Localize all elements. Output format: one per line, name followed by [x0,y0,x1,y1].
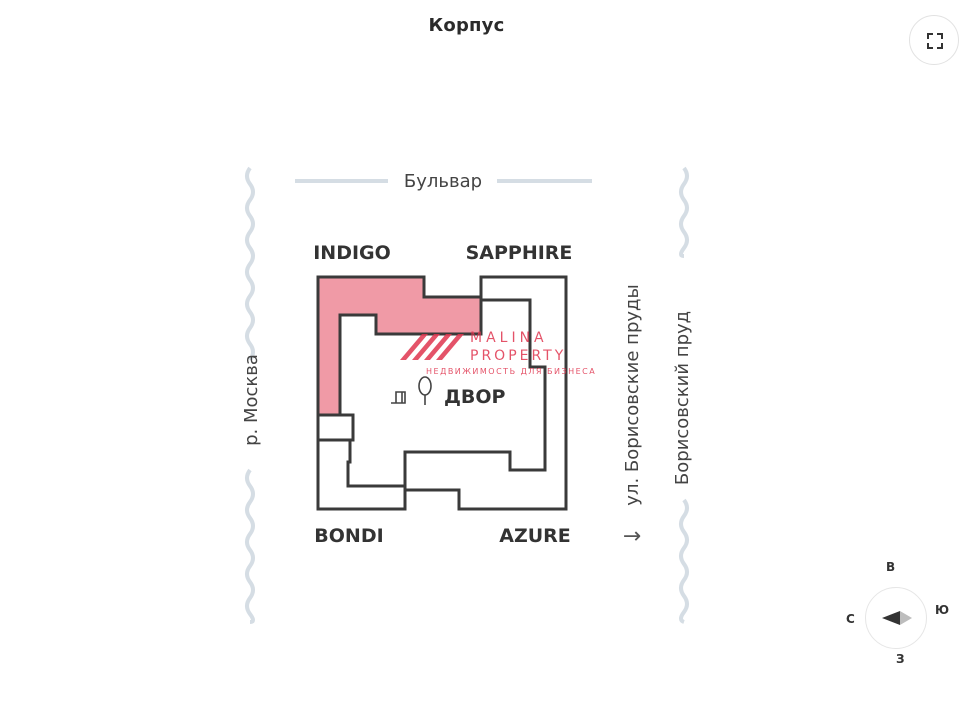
compass-east-label: Ю [935,603,950,617]
compass-north-label: В [886,560,896,574]
direction-arrow: → [623,524,641,549]
courtyard-tree-icon [391,376,432,405]
building-sapphire[interactable] [403,275,568,511]
pond-right-edge-bottom [679,498,689,624]
building-label-sapphire: SAPPHIRE [466,242,573,264]
building-indigo[interactable] [316,275,483,417]
compass-needle-icon [882,611,912,625]
fullscreen-button[interactable] [909,15,959,65]
watermark-logo-icon [400,334,464,360]
page-title: Корпус [428,15,505,36]
compass-south-label: З [896,652,905,666]
street-label: ул. Борисовские пруды [622,284,643,505]
watermark: MALINA PROPERTY НЕДВИЖИМОСТЬ ДЛЯ БИЗНЕСА [400,330,596,376]
river-left-edge [245,166,255,624]
river-label: р. Москва [241,354,262,446]
building-label-azure: AZURE [499,525,571,547]
boulevard-label: Бульвар [404,171,482,192]
compass-west-label: С [846,612,855,626]
courtyard-label: ДВОР [444,386,506,408]
watermark-line2: PROPERTY [470,348,566,364]
pond-label: Борисовский пруд [672,311,693,485]
building-label-bondi: BONDI [314,525,383,547]
fullscreen-icon [927,33,943,49]
pond-right-edge-top [679,166,689,258]
building-label-indigo: INDIGO [313,242,391,264]
building-bondi[interactable] [316,413,407,511]
watermark-tagline: НЕДВИЖИМОСТЬ ДЛЯ БИЗНЕСА [426,367,596,376]
watermark-line1: MALINA [470,330,548,346]
compass[interactable] [865,587,927,649]
